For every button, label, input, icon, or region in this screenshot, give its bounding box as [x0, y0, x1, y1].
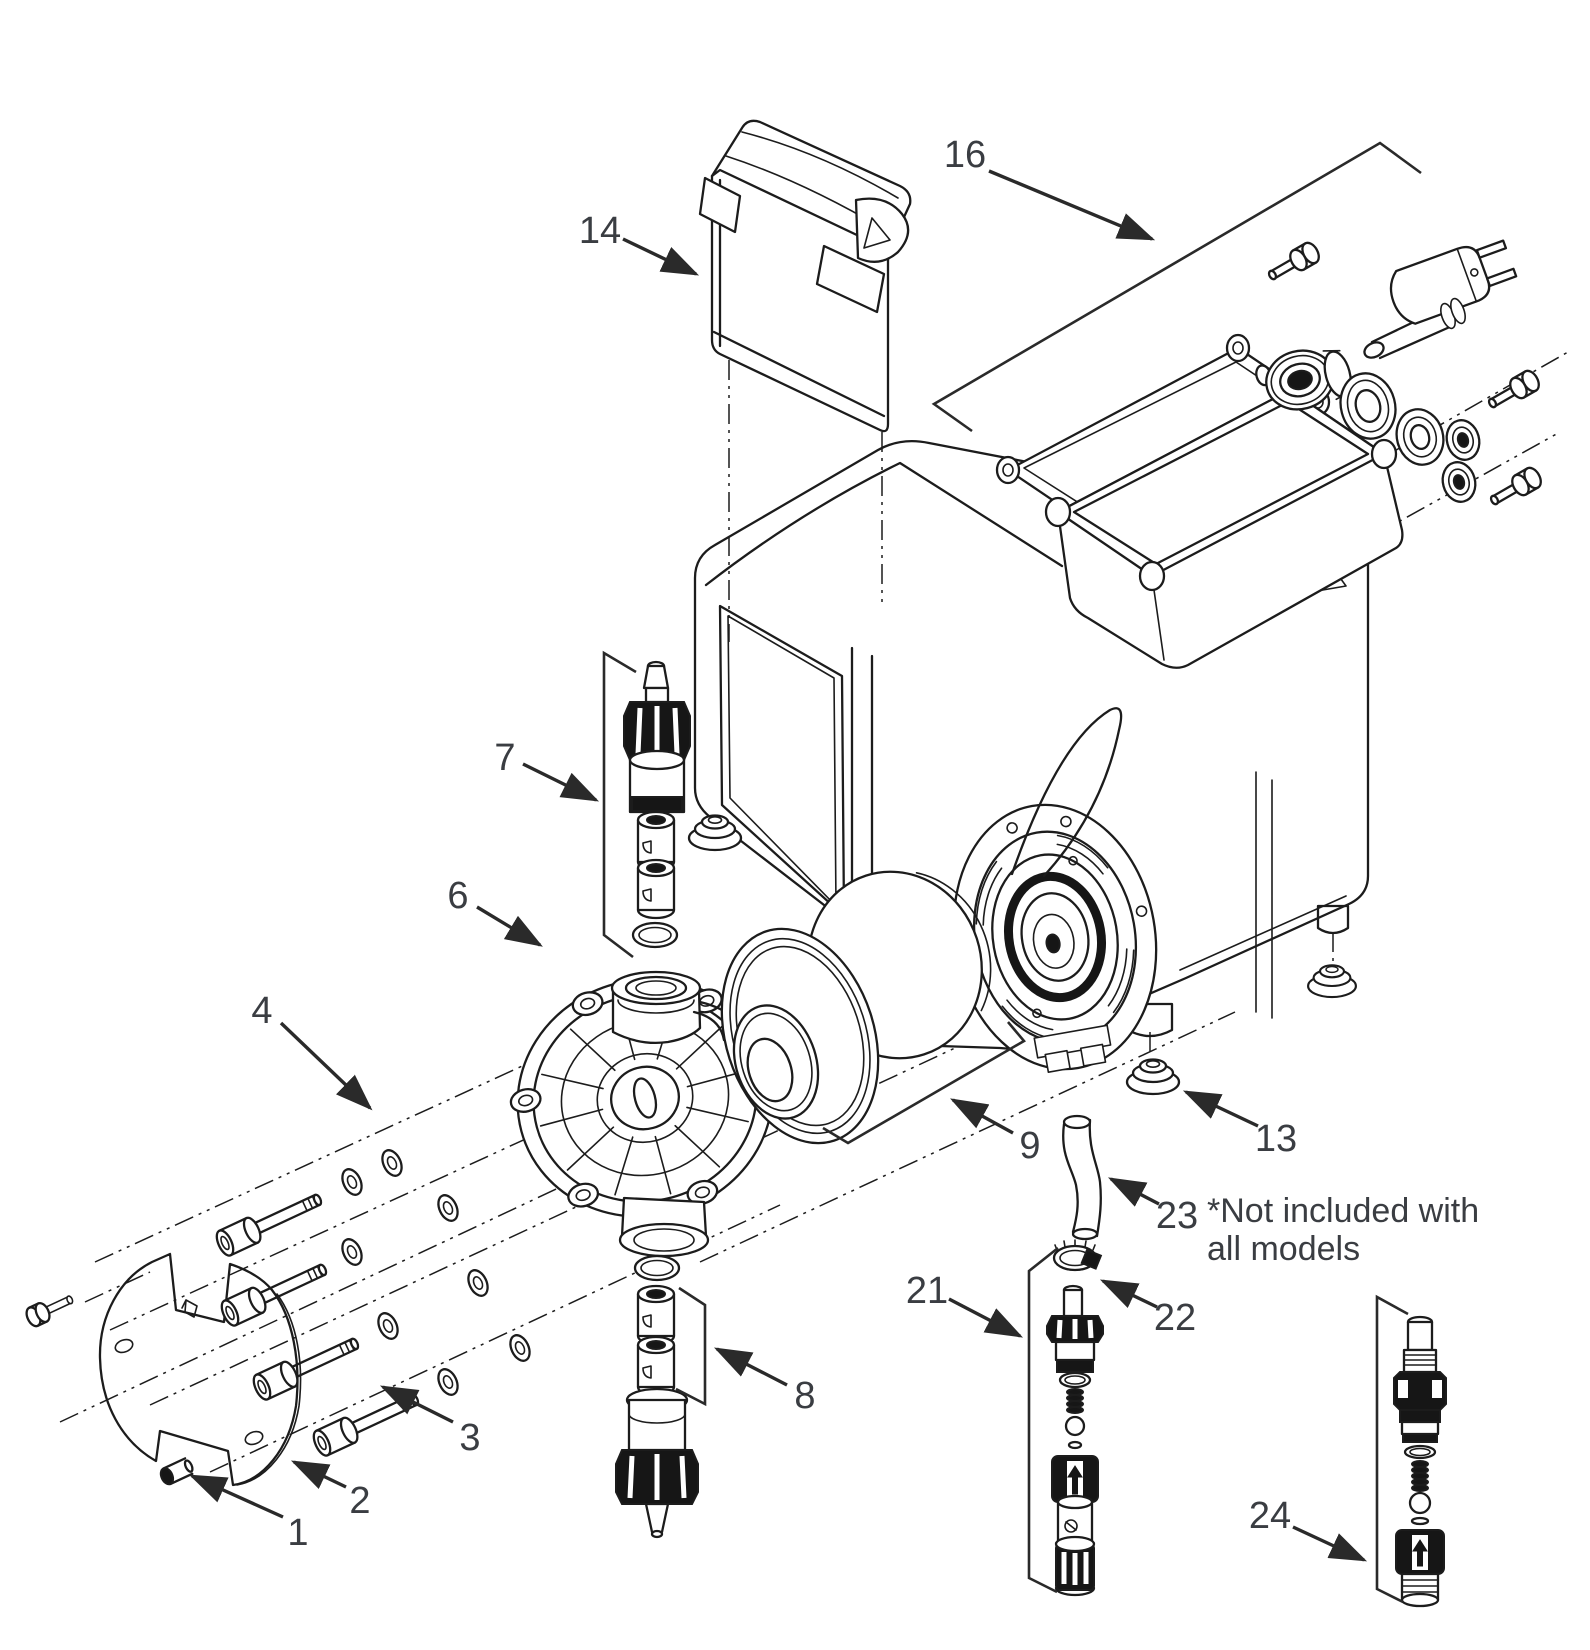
- suction-fitting-assembly: [623, 660, 691, 949]
- model-note: *Not included with all models: [1207, 1192, 1479, 1268]
- callout-label-7: 7: [494, 737, 515, 779]
- injection-valve-assembly: [1393, 1315, 1447, 1608]
- callout-label-16: 16: [944, 134, 986, 176]
- hose-clamp: [1052, 1239, 1103, 1272]
- arrow-6: [476, 905, 543, 947]
- callout-label-21: 21: [906, 1270, 948, 1312]
- callout-label-2: 2: [349, 1480, 370, 1522]
- bracket-8: [675, 1286, 707, 1407]
- callout-label-13: 13: [1255, 1118, 1297, 1160]
- group-brackets: [602, 141, 1422, 1604]
- leader-arrows: [188, 169, 1368, 1562]
- arrow-7: [522, 762, 600, 802]
- arrow-13: [1182, 1090, 1259, 1128]
- callout-label-9: 9: [1019, 1125, 1040, 1167]
- foot-valve-assembly: [1046, 1284, 1104, 1597]
- callout-label-22: 22: [1154, 1297, 1196, 1339]
- callout-label-23: 23: [1156, 1195, 1198, 1237]
- power-cord-plug: [1363, 239, 1518, 360]
- motor-flange: [952, 803, 1158, 1074]
- tubing: [1062, 1114, 1102, 1241]
- arrow-4: [279, 1021, 373, 1111]
- bracket-7: [602, 650, 637, 959]
- diaphragm-ring: [720, 927, 880, 1145]
- retainer-pin: [159, 1457, 194, 1486]
- bracket-24: [1375, 1294, 1409, 1604]
- arrow-9: [950, 1098, 1014, 1135]
- back-plate: [98, 1252, 302, 1487]
- arrow-2: [290, 1460, 347, 1489]
- arrow-22: [1099, 1279, 1158, 1309]
- arrow-8: [713, 1347, 788, 1387]
- bracket-9: [822, 1021, 1026, 1145]
- note-line-1: *Not included with: [1207, 1192, 1479, 1230]
- arrow-14: [622, 237, 700, 276]
- callout-label-4: 4: [251, 990, 272, 1032]
- callout-label-1: 1: [287, 1512, 308, 1554]
- keypad-cover: [698, 119, 912, 433]
- callout-label-6: 6: [447, 875, 468, 917]
- housing-fin: [1010, 707, 1123, 878]
- callout-label-3: 3: [459, 1417, 480, 1459]
- callout-label-14: 14: [579, 210, 621, 252]
- arrow-1: [188, 1474, 284, 1519]
- cord-grommets: [1339, 372, 1481, 503]
- callout-label-8: 8: [794, 1375, 815, 1417]
- bracket-16: [931, 141, 1422, 433]
- note-line-2: all models: [1207, 1230, 1360, 1268]
- arrow-21: [948, 1297, 1024, 1338]
- arrow-16: [988, 169, 1156, 241]
- arrow-3: [379, 1385, 454, 1424]
- arrow-23: [1107, 1177, 1160, 1207]
- arrow-24: [1292, 1525, 1368, 1562]
- plate-screw: [25, 1295, 74, 1328]
- callout-label-24: 24: [1249, 1495, 1291, 1537]
- bracket-21: [1027, 1246, 1059, 1594]
- callout-labels: 1 2 3 4 6 7 8 9 13 14 16 21 22 23 24: [251, 134, 1297, 1554]
- discharge-fitting-assembly: [615, 1254, 699, 1539]
